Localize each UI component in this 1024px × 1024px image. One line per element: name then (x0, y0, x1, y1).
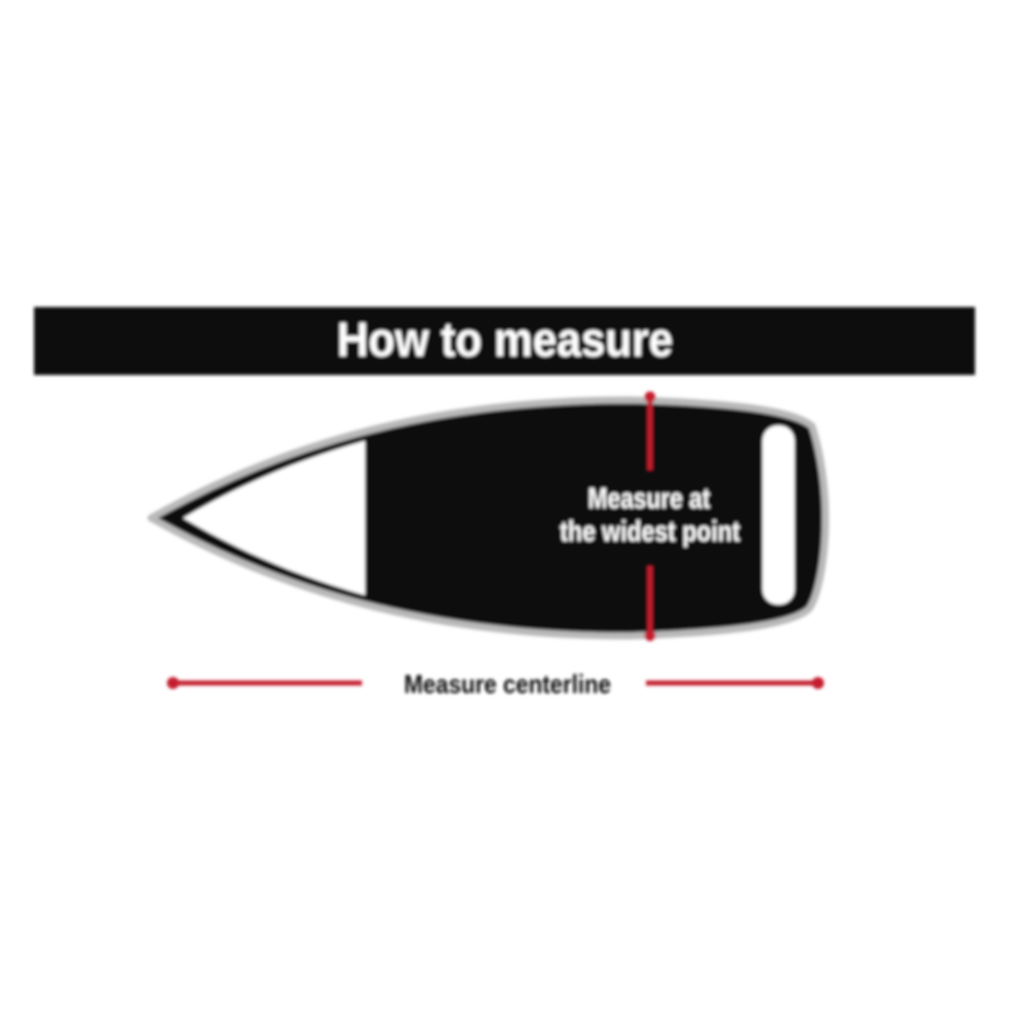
svg-text:the widest point: the widest point (560, 516, 740, 548)
svg-text:How to measure: How to measure (337, 314, 673, 367)
svg-text:Measure at: Measure at (588, 483, 710, 515)
svg-text:Measure centerline: Measure centerline (404, 669, 611, 699)
